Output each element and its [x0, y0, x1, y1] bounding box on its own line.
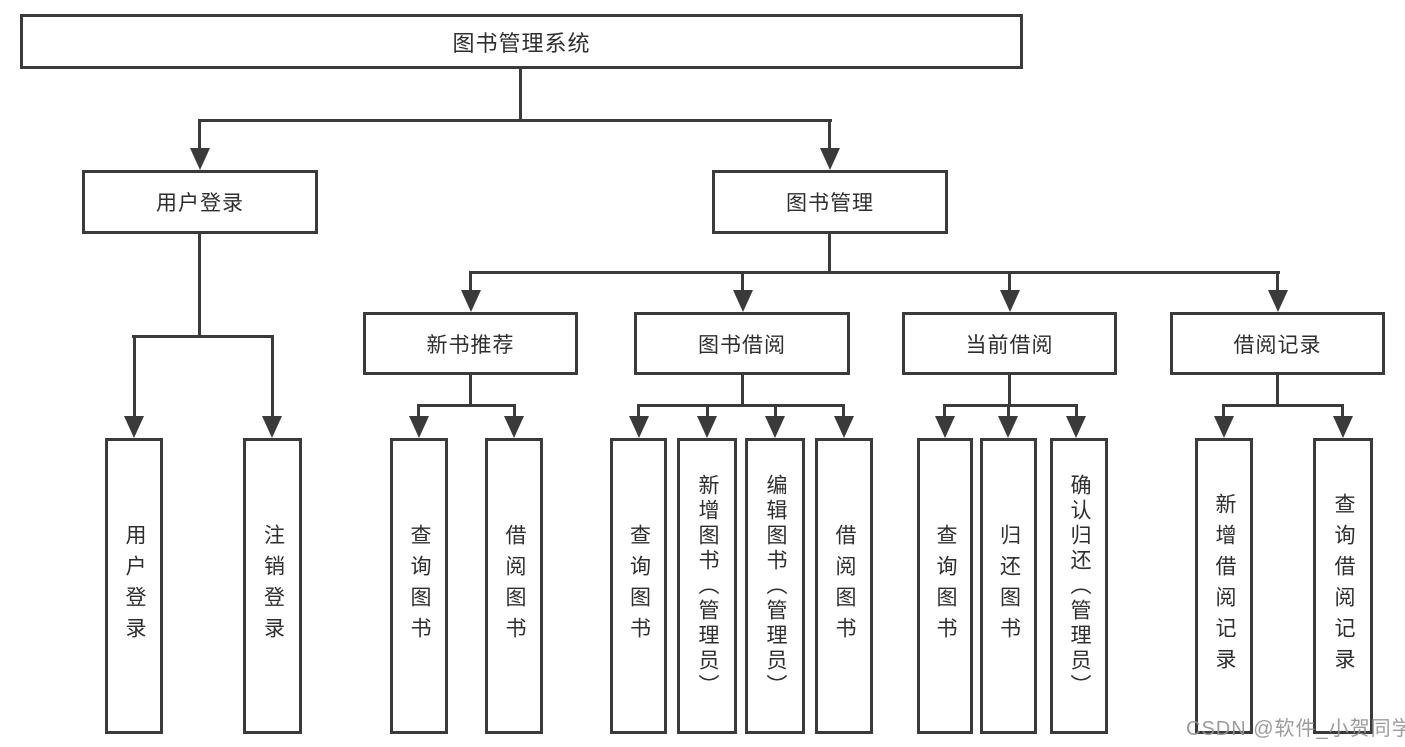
leaf-bb-borrow-books-label: 借阅图书	[833, 524, 856, 648]
arrowhead-bb-add	[697, 416, 717, 438]
node-borrow-records-label: 借阅记录	[1233, 333, 1322, 357]
leaf-cb-query-books: 查询图书	[917, 438, 973, 734]
edge-user-login-stem	[198, 233, 201, 336]
edge-user-login-branch	[132, 335, 274, 338]
arrowhead-current-borrow	[1000, 290, 1020, 312]
leaf-cb-return-books-label: 归还图书	[997, 524, 1021, 648]
arrowhead-borrow-records	[1268, 290, 1288, 312]
node-book-borrow-label: 图书借阅	[698, 333, 786, 357]
leaf-bb-add-books-admin: 新增图书（管理员）	[677, 438, 737, 734]
leaf-rec-query-books-label: 查询图书	[408, 524, 431, 648]
arrowhead-leaf-login	[124, 416, 144, 438]
edge-stem-book-management	[828, 119, 831, 149]
arrowhead-cb-query	[935, 416, 955, 438]
arrowhead-bb-borrow	[834, 416, 854, 438]
edge-stem-br-query	[1341, 404, 1344, 417]
leaf-rec-borrow-books: 借阅图书	[485, 438, 543, 734]
edge-stem-book-borrow	[741, 271, 744, 291]
edge-stem-new-rec	[469, 271, 472, 291]
leaf-bb-borrow-books: 借阅图书	[815, 438, 873, 734]
edge-stem-nr-borrow	[513, 404, 516, 417]
leaf-user-login-label: 用户登录	[123, 524, 146, 648]
node-borrow-records: 借阅记录	[1170, 312, 1385, 375]
arrowhead-cb-return	[998, 416, 1018, 438]
arrowhead-br-query	[1333, 416, 1353, 438]
edge-current-borrow-branch	[943, 404, 1078, 407]
node-root-system: 图书管理系统	[20, 14, 1023, 69]
node-user-login: 用户登录	[82, 170, 318, 234]
leaf-logout-label: 注销登录	[261, 524, 285, 648]
node-book-borrow: 图书借阅	[634, 312, 850, 375]
edge-stem-leaf-logout	[271, 335, 274, 417]
edge-root-stem	[519, 66, 522, 119]
edge-stem-bb-query	[637, 404, 640, 417]
node-current-borrow: 当前借阅	[902, 312, 1117, 375]
edge-borrow-records-stem	[1276, 374, 1279, 406]
edge-stem-cb-return	[1007, 404, 1010, 417]
edge-book-management-stem	[828, 233, 831, 273]
arrowhead-book-borrow	[733, 290, 753, 312]
node-user-login-label: 用户登录	[156, 192, 244, 215]
edge-stem-user-login	[198, 119, 201, 149]
leaf-rec-query-books: 查询图书	[390, 438, 448, 734]
edge-book-borrow-stem	[741, 374, 744, 406]
leaf-bb-edit-books-admin-label: 编辑图书（管理员）	[764, 473, 787, 699]
arrowhead-bb-edit	[765, 416, 785, 438]
leaf-user-login: 用户登录	[105, 438, 163, 734]
leaf-bb-edit-books-admin: 编辑图书（管理员）	[745, 438, 805, 734]
arrowhead-nr-borrow	[504, 416, 524, 438]
edge-stem-borrow-records	[1276, 271, 1279, 291]
leaf-br-query-record-label: 查询借阅记录	[1332, 493, 1355, 679]
edge-new-rec-branch	[417, 404, 516, 407]
leaf-cb-return-books: 归还图书	[980, 438, 1037, 734]
leaf-bb-query-books: 查询图书	[610, 438, 667, 734]
node-book-management-label: 图书管理	[786, 192, 874, 215]
edge-stem-current-borrow	[1008, 271, 1011, 291]
edge-stem-cb-query	[943, 404, 946, 417]
leaf-cb-query-books-label: 查询图书	[934, 524, 957, 648]
edge-stem-bb-edit	[774, 404, 777, 417]
edge-stem-nr-query	[417, 404, 420, 417]
edge-stem-leaf-login	[133, 335, 136, 417]
node-new-book-recommend: 新书推荐	[363, 312, 578, 375]
leaf-br-query-record: 查询借阅记录	[1313, 438, 1373, 734]
edge-stem-cb-confirm	[1075, 404, 1078, 417]
arrowhead-cb-confirm	[1066, 416, 1086, 438]
edge-level3-branch	[469, 271, 1280, 274]
node-new-book-recommend-label: 新书推荐	[426, 333, 515, 357]
leaf-logout: 注销登录	[243, 438, 302, 734]
edge-book-borrow-branch	[637, 404, 845, 407]
arrowhead-leaf-logout	[262, 416, 282, 438]
arrowhead-user-login	[190, 148, 210, 170]
leaf-br-add-record: 新增借阅记录	[1195, 438, 1253, 734]
csdn-watermark: CSDN @软件_小贺同学	[1186, 718, 1405, 740]
arrowhead-new-rec	[461, 290, 481, 312]
edge-stem-bb-borrow	[842, 404, 845, 417]
arrowhead-br-add	[1214, 416, 1234, 438]
leaf-br-add-record-label: 新增借阅记录	[1213, 493, 1236, 679]
leaf-rec-borrow-books-label: 借阅图书	[503, 524, 526, 648]
arrowhead-book-management	[820, 148, 840, 170]
edge-stem-bb-add	[706, 404, 709, 417]
edge-current-borrow-stem	[1008, 374, 1011, 406]
node-root-label: 图书管理系统	[452, 30, 591, 56]
edge-borrow-records-branch	[1222, 404, 1344, 407]
leaf-cb-confirm-return-admin-label: 确认归还（管理员）	[1068, 473, 1091, 699]
leaf-bb-query-books-label: 查询图书	[627, 524, 651, 648]
edge-stem-br-add	[1222, 404, 1225, 417]
node-current-borrow-label: 当前借阅	[965, 333, 1054, 357]
leaf-cb-confirm-return-admin: 确认归还（管理员）	[1050, 438, 1108, 734]
arrowhead-nr-query	[409, 416, 429, 438]
arrowhead-bb-query	[629, 416, 649, 438]
node-book-management: 图书管理	[712, 170, 948, 234]
edge-new-rec-stem	[469, 374, 472, 406]
leaf-bb-add-books-admin-label: 新增图书（管理员）	[696, 473, 719, 699]
edge-level1-branch	[198, 119, 832, 122]
